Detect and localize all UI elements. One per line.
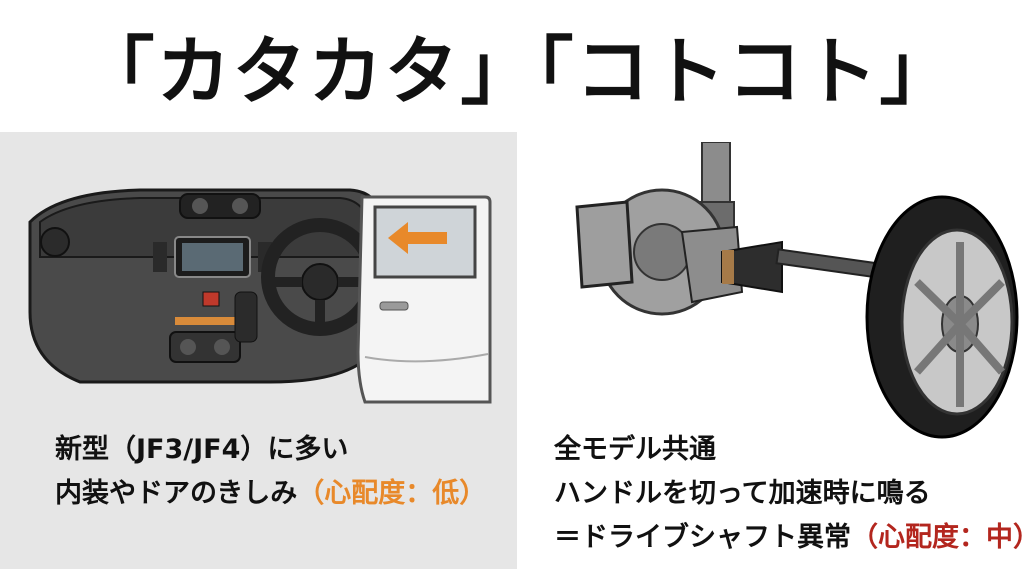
wheel-driveshaft-illustration: [575, 142, 1019, 439]
left-caption-line2: 内装やドアのきしみ（心配度：低）: [55, 472, 486, 516]
left-caption-line1: 新型（JF3/JF4）に多い: [55, 434, 349, 465]
right-caption-line3: ＝ドライブシャフト異常（心配度：中）: [554, 516, 1036, 560]
arrow-left-icon: [388, 222, 447, 254]
page-title: 「カタカタ」「コトコト」: [80, 29, 956, 115]
right-caption-main: ＝ドライブシャフト異常: [554, 522, 851, 553]
right-caption: 全モデル共通 ハンドルを切って加速時に鳴る ＝ドライブシャフト異常（心配度：中）: [554, 428, 1036, 560]
dashboard-door-illustration: [28, 188, 492, 404]
right-caption-line1: 全モデル共通: [554, 434, 716, 465]
left-concern-level: （心配度：低）: [297, 478, 487, 509]
right-caption-line2: ハンドルを切って加速時に鳴る: [554, 478, 931, 509]
left-panel: 新型（JF3/JF4）に多い 内装やドアのきしみ（心配度：低）: [0, 132, 517, 569]
left-caption-main: 内装やドアのきしみ: [55, 478, 298, 509]
right-panel: 全モデル共通 ハンドルを切って加速時に鳴る ＝ドライブシャフト異常（心配度：中）: [517, 132, 1036, 569]
right-concern-level: （心配度：中）: [851, 522, 1036, 553]
left-caption: 新型（JF3/JF4）に多い 内装やドアのきしみ（心配度：低）: [55, 428, 486, 516]
